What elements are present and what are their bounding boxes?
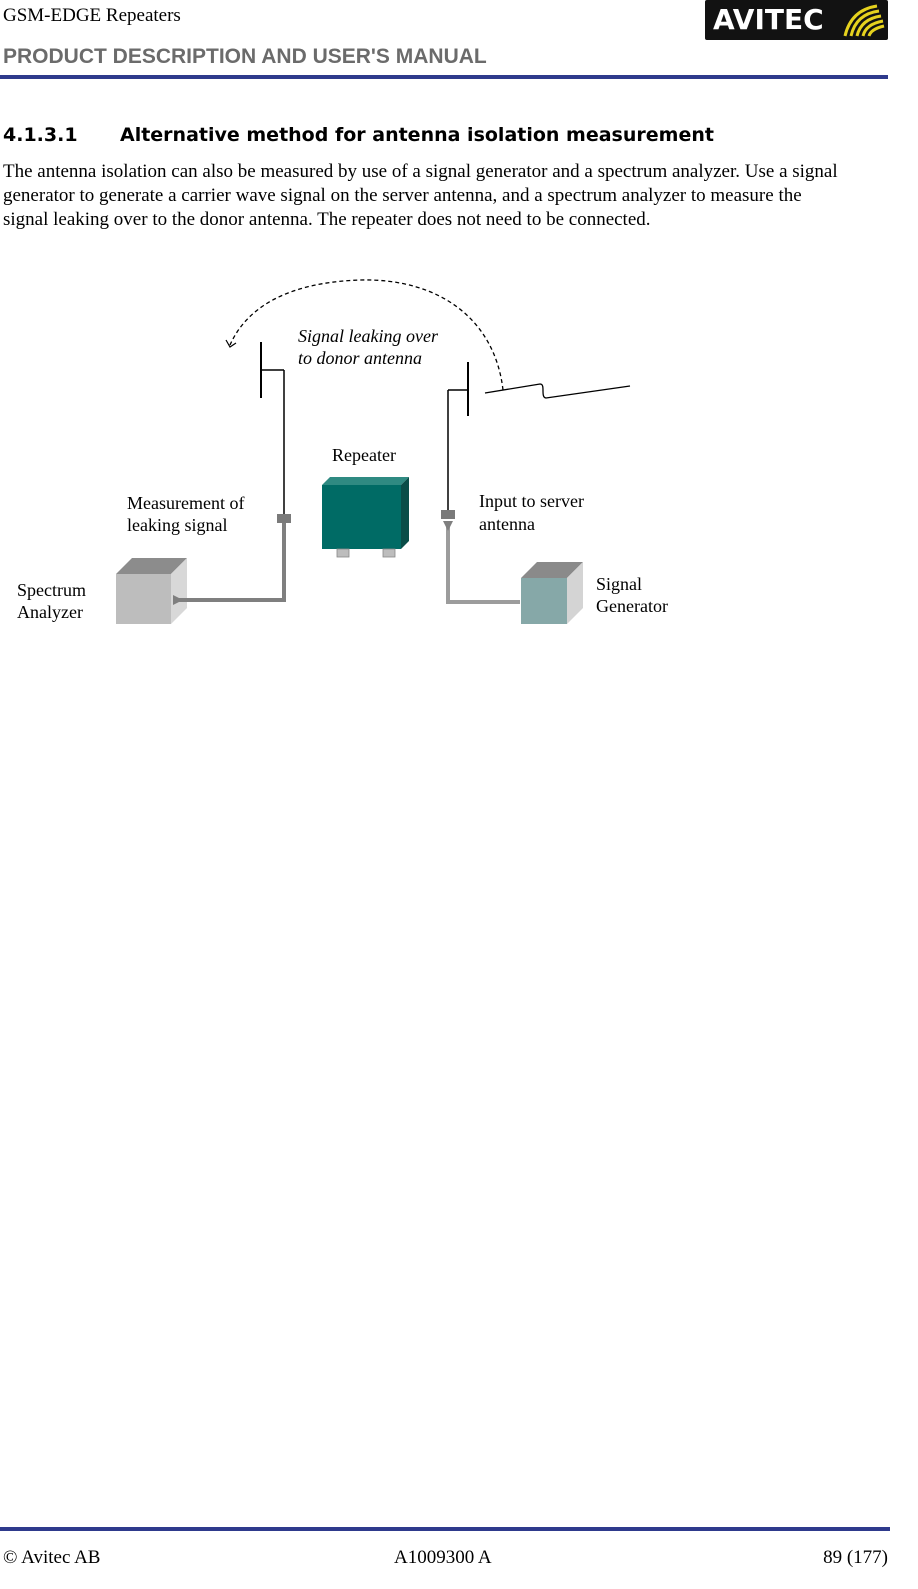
body-line: The antenna isolation can also be measur…	[3, 161, 838, 182]
body-line: signal leaking over to the donor antenna…	[3, 209, 651, 230]
footer-rule	[0, 1527, 890, 1531]
leak-arc	[229, 279, 504, 391]
measurement-cable	[173, 523, 286, 605]
spectrum-label-line2: Analyzer	[17, 602, 83, 622]
header-product-name: GSM-EDGE Repeaters	[3, 5, 181, 26]
header-rule	[0, 75, 888, 79]
radio-wave-icon	[484, 383, 631, 399]
header-manual-title: PRODUCT DESCRIPTION AND USER'S MANUAL	[3, 45, 487, 68]
server-antenna-icon	[441, 362, 469, 519]
leak-label-line1: Signal leaking over	[298, 326, 439, 346]
section-title: Alternative method for antenna isolation…	[120, 124, 714, 146]
repeater-box-icon	[322, 477, 409, 558]
leak-arrowhead-icon	[225, 339, 237, 348]
signal-generator-box-icon	[521, 562, 583, 624]
input-label-line1: Input to server	[479, 491, 584, 511]
generator-label-line2: Generator	[596, 596, 668, 616]
input-label-line2: antenna	[479, 514, 535, 534]
footer-copyright: © Avitec AB	[3, 1547, 101, 1568]
donor-antenna-icon	[260, 342, 291, 523]
leak-label-line2: to donor antenna	[298, 348, 422, 368]
measurement-label-line1: Measurement of	[127, 493, 244, 513]
logo-text: AVITEC	[713, 3, 824, 36]
footer-doc-number: A1009300 A	[394, 1547, 492, 1568]
section-heading: 4.1.3.1 Alternative method for antenna is…	[3, 124, 714, 146]
repeater-label: Repeater	[332, 445, 396, 465]
section-number: 4.1.3.1	[3, 124, 78, 146]
body-paragraph: The antenna isolation can also be measur…	[3, 160, 913, 232]
footer-page-number: 89 (177)	[823, 1547, 888, 1568]
input-cable	[443, 521, 520, 604]
avitec-logo: AVITEC	[705, 0, 888, 40]
measurement-label-line2: leaking signal	[127, 515, 227, 535]
logo-emblem-icon	[843, 4, 885, 37]
generator-label-line1: Signal	[596, 574, 642, 594]
spectrum-analyzer-box-icon	[116, 558, 187, 624]
isolation-measurement-diagram: Signal leaking over to donor antenna Rep…	[17, 279, 668, 624]
body-line: generator to generate a carrier wave sig…	[3, 185, 802, 206]
spectrum-label-line1: Spectrum	[17, 580, 86, 600]
